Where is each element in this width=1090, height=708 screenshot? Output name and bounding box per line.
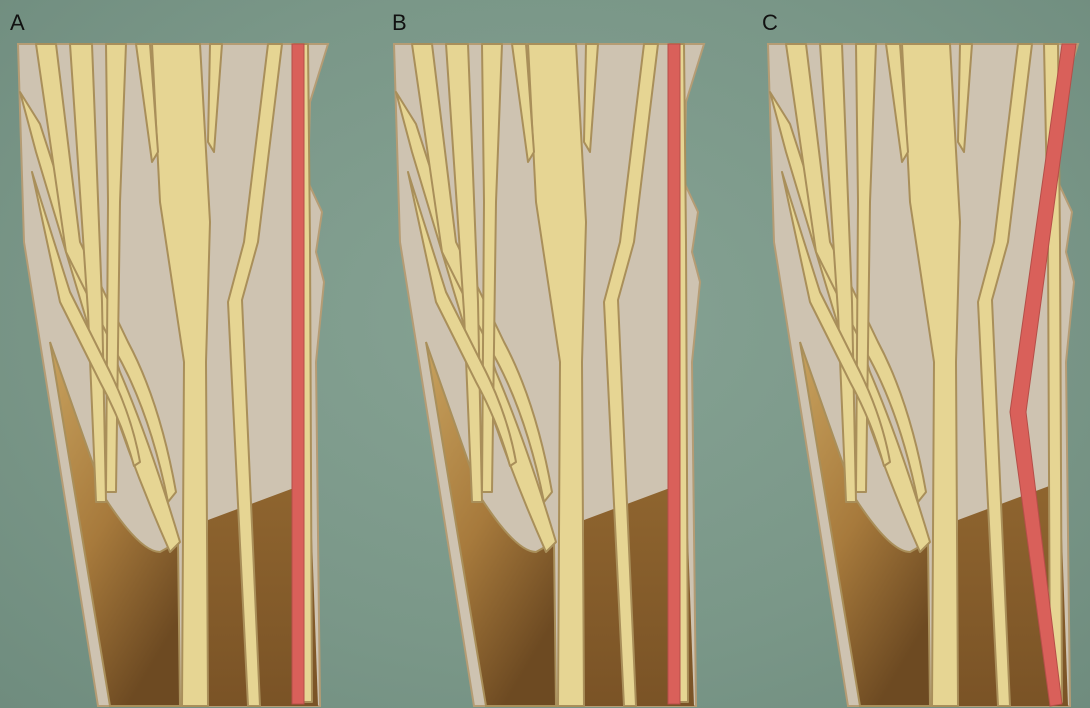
- panel-b-illustration: [394, 44, 704, 706]
- panel-a-illustration: [18, 44, 328, 706]
- artery-panel-a: [292, 44, 304, 704]
- panel-c-illustration: [768, 44, 1078, 706]
- artery-panel-b: [668, 44, 680, 704]
